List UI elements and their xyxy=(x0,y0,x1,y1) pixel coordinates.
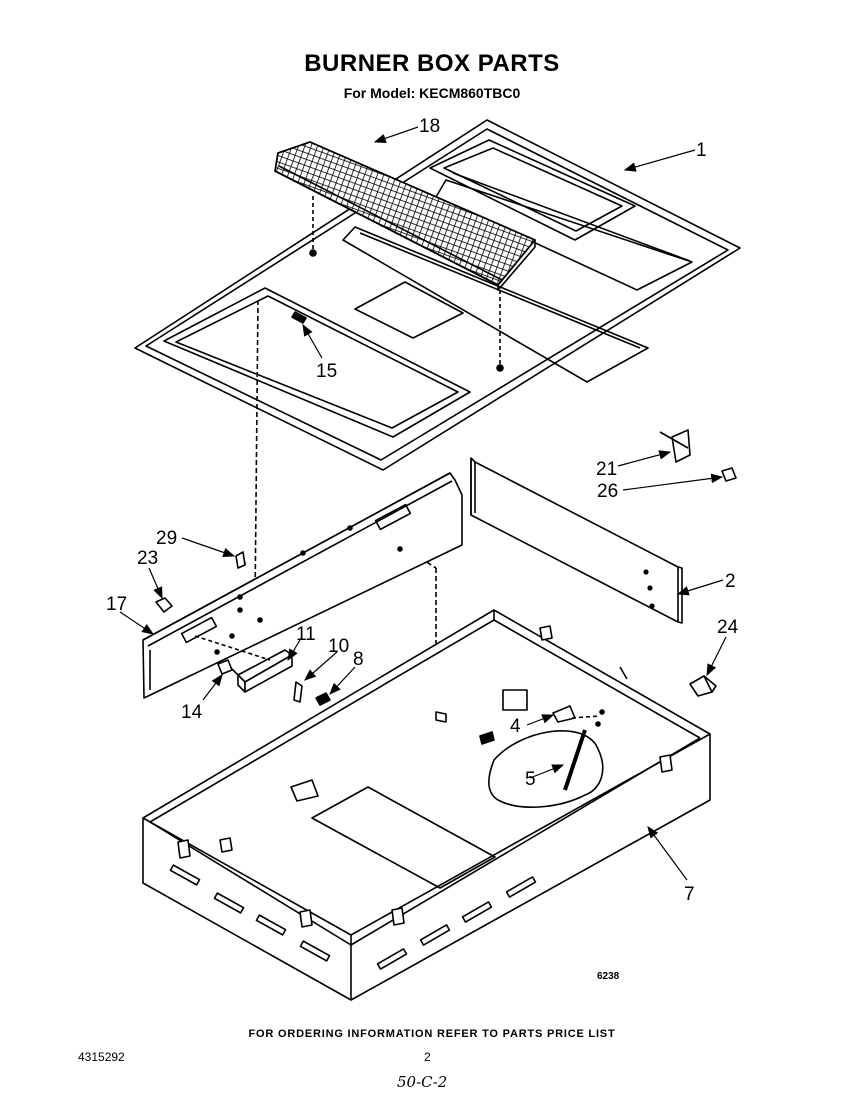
burner-box xyxy=(142,609,711,1001)
callout-29: 29 xyxy=(156,528,177,549)
callout-17: 17 xyxy=(106,594,127,615)
callout-11: 11 xyxy=(296,624,316,645)
callout-8: 8 xyxy=(353,649,364,670)
callout-18: 18 xyxy=(419,116,440,137)
callout-5: 5 xyxy=(525,769,536,790)
callout-2: 2 xyxy=(725,571,736,592)
callout-7: 7 xyxy=(684,884,695,905)
document-number: 4315292 xyxy=(78,1050,125,1064)
side-panel xyxy=(470,457,683,624)
callout-4: 4 xyxy=(510,716,521,737)
callout-10: 10 xyxy=(328,636,349,657)
callout-24: 24 xyxy=(717,617,739,638)
handwritten-note: 50-C-2 xyxy=(397,1073,448,1091)
grill-grate xyxy=(274,141,536,291)
callout-26: 26 xyxy=(597,481,618,502)
callout-21: 21 xyxy=(596,459,617,480)
callout-1: 1 xyxy=(696,140,707,161)
page-number: 2 xyxy=(424,1050,431,1064)
callout-15: 15 xyxy=(316,361,337,382)
page-title: BURNER BOX PARTS xyxy=(304,50,560,77)
model-subtitle: For Model: KECM860TBC0 xyxy=(343,85,521,101)
callout-23: 23 xyxy=(137,548,158,569)
callout-14: 14 xyxy=(181,702,203,723)
ordering-note: FOR ORDERING INFORMATION REFER TO PARTS … xyxy=(248,1028,616,1040)
figure-number: 6238 xyxy=(597,971,620,982)
leader-lines xyxy=(119,126,727,881)
cooktop-frame xyxy=(134,119,741,471)
front-bracket xyxy=(142,472,463,699)
